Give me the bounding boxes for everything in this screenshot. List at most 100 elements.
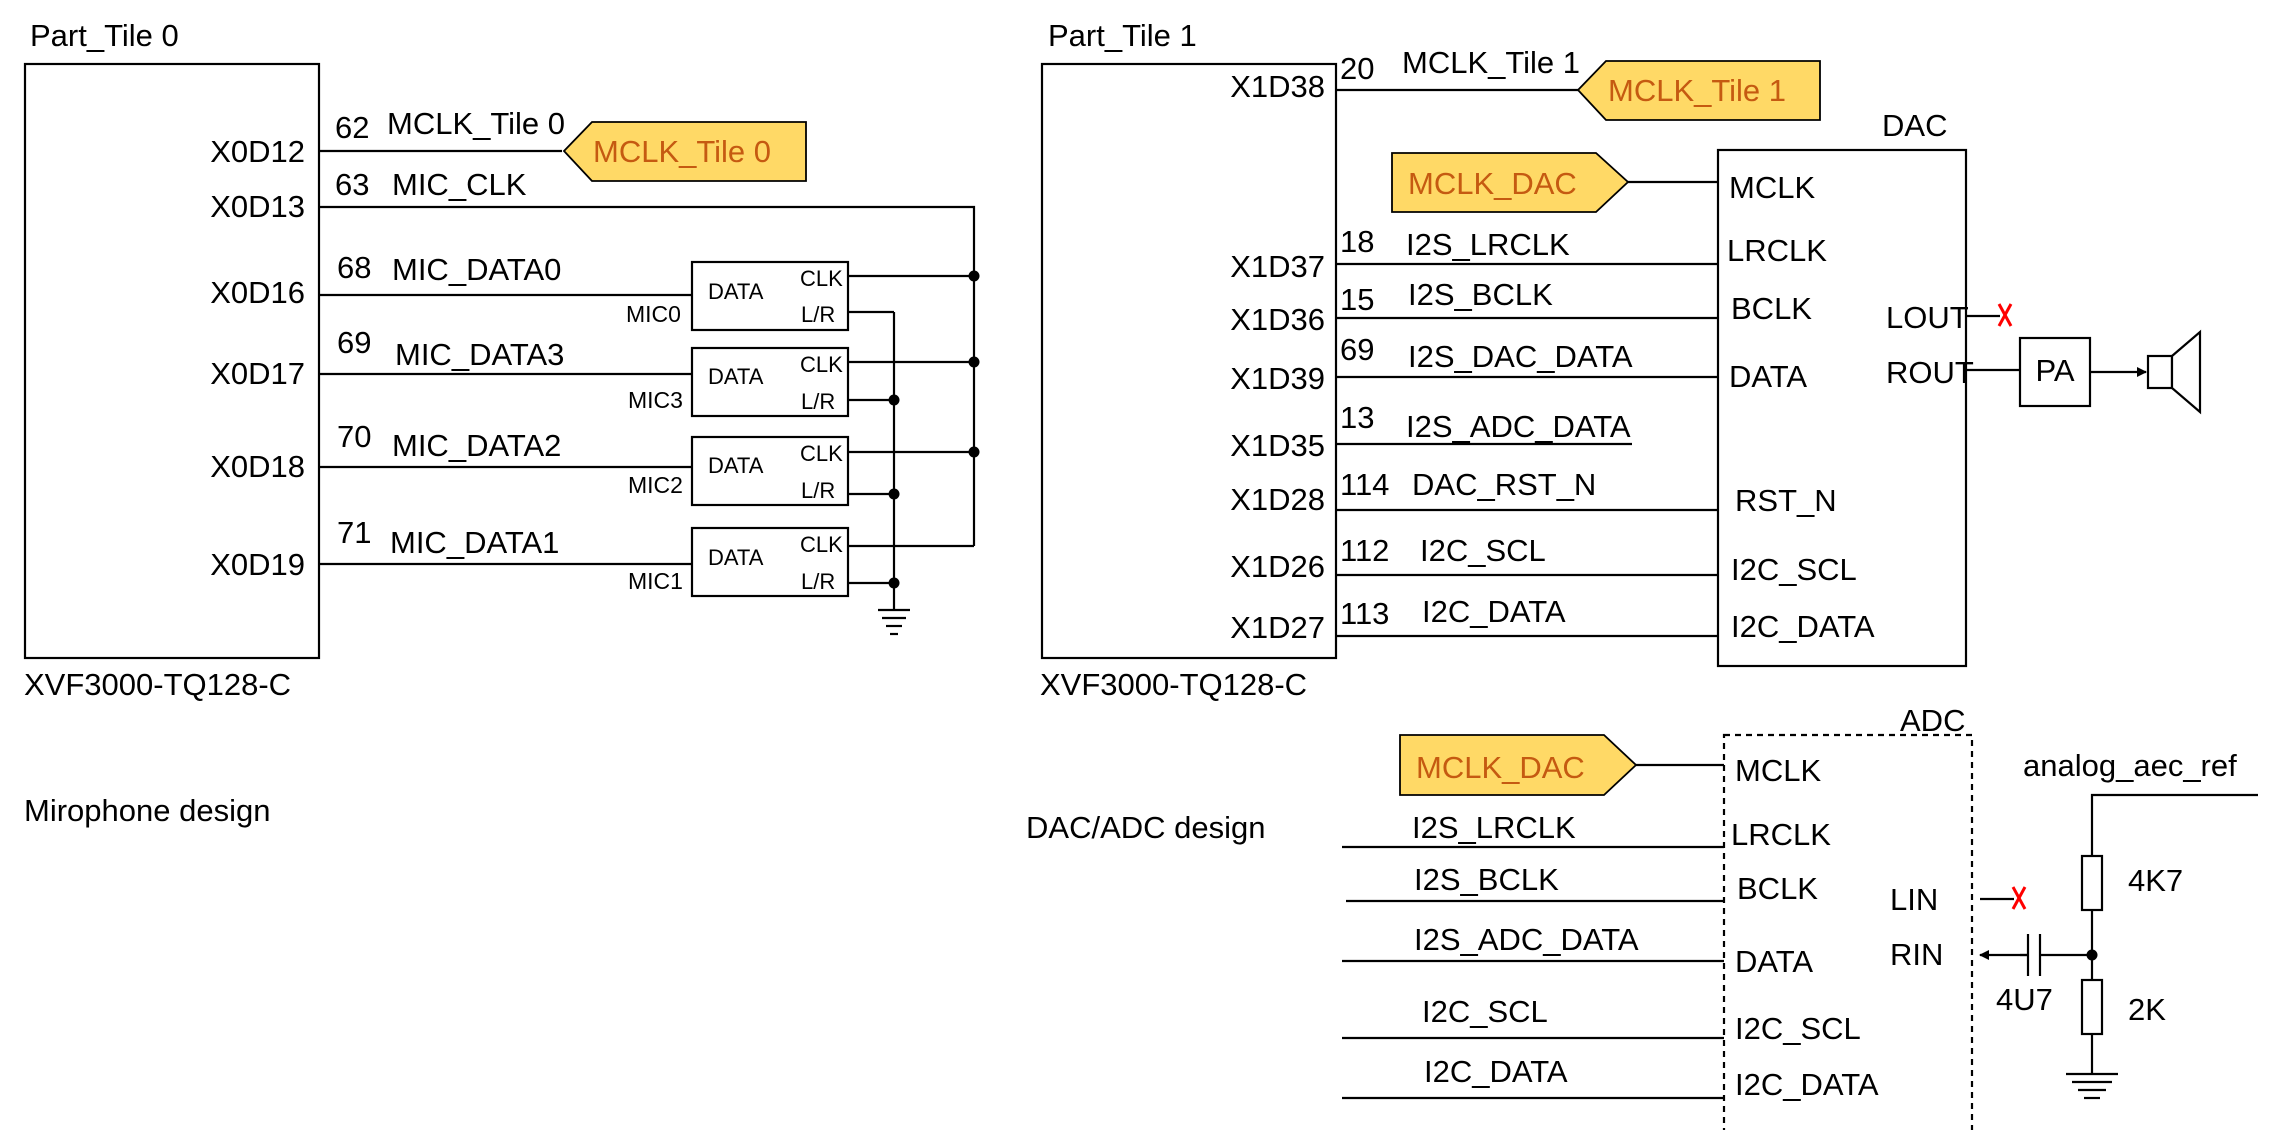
- junction-clk-mic3: [968, 356, 980, 368]
- tile1-section: Part_Tile 1 XVF3000-TQ128-C DAC/ADC desi…: [1026, 18, 2258, 1130]
- ground-icon-adc: [2066, 1072, 2118, 1100]
- dac-in-rst-n: RST_N: [1735, 483, 1837, 518]
- tile1-net-mclk: MCLK_Tile 1: [1402, 45, 1580, 80]
- mic2-name: MIC2: [628, 472, 683, 498]
- tile0-net-mic-data0: MIC_DATA0: [392, 252, 561, 287]
- tile0-pinnum-68: 68: [337, 250, 371, 285]
- tile1-net-i2s-adc-data: I2S_ADC_DATA: [1406, 409, 1631, 444]
- adc-net-i2s-adc-data: I2S_ADC_DATA: [1414, 922, 1639, 957]
- mic3-block: DATA CLK L/R MIC3: [628, 346, 850, 418]
- resistor-r1-icon: [2080, 854, 2104, 912]
- tile1-pin-x1d28: X1D28: [1230, 482, 1325, 517]
- mic0-lr-label: L/R: [801, 302, 835, 327]
- tag-mclk-adc: [1399, 734, 1638, 796]
- wire-mic-clk-bus: [319, 205, 976, 546]
- tile0-pinnum-69: 69: [337, 325, 371, 360]
- tile1-net-i2s-lrclk: I2S_LRCLK: [1406, 227, 1570, 262]
- tag-mclk-tile0: [562, 121, 807, 182]
- tile1-pinnum-13: 13: [1340, 400, 1374, 435]
- dac-out-lout: LOUT: [1886, 300, 1969, 335]
- cap-value: 4U7: [1996, 982, 2053, 1017]
- tile0-pin-x0d13: X0D13: [210, 189, 305, 224]
- tile1-pinnum-15: 15: [1340, 282, 1374, 317]
- tile0-pin-x0d16: X0D16: [210, 275, 305, 310]
- tile1-pinnum-114: 114: [1340, 467, 1389, 502]
- r1-value: 4K7: [2128, 863, 2183, 898]
- dac-in-i2c-scl: I2C_SCL: [1731, 552, 1857, 587]
- tag-mclk-dac-label: MCLK_DAC: [1408, 166, 1577, 201]
- tile0-caption: Mirophone design: [24, 793, 270, 828]
- tile0-section: Part_Tile 0 XVF3000-TQ128-C Mirophone de…: [23, 18, 980, 828]
- tile1-pin-x1d39: X1D39: [1230, 361, 1325, 396]
- r2-value: 2K: [2128, 992, 2166, 1027]
- tag-mclk-adc-label: MCLK_DAC: [1416, 750, 1585, 785]
- pa-label: PA: [2035, 353, 2074, 388]
- tile1-title: Part_Tile 1: [1048, 18, 1197, 53]
- adc-net-i2c-data: I2C_DATA: [1424, 1054, 1568, 1089]
- lin-nc-mark-icon: [2011, 886, 2027, 910]
- lout-nc-mark-icon: [1997, 303, 2013, 327]
- dac-out-rout: ROUT: [1886, 355, 1974, 390]
- tile0-chip-body: [23, 62, 321, 660]
- mic0-name: MIC0: [626, 301, 681, 327]
- tile0-net-mclk: MCLK_Tile 0: [387, 106, 565, 141]
- tile1-pin-x1d35: X1D35: [1230, 428, 1325, 463]
- tile1-pin-x1d38: X1D38: [1230, 69, 1325, 104]
- mic3-lr-label: L/R: [801, 389, 835, 414]
- tile1-chip-body: [1040, 62, 1338, 660]
- tile1-pinnum-69: 69: [1340, 332, 1374, 367]
- mic0-block: DATA CLK L/R MIC0: [626, 260, 850, 332]
- tile0-chip-label: XVF3000-TQ128-C: [24, 667, 291, 702]
- mic3-clk-label: CLK: [800, 352, 843, 377]
- pa-body: [2018, 336, 2092, 408]
- mic1-data-label: DATA: [708, 545, 764, 570]
- junction-clk-mic2: [968, 446, 980, 458]
- tile0-pinnum-63: 63: [335, 167, 369, 202]
- mic1-lr-label: L/R: [801, 569, 835, 594]
- adc-in-lin: LIN: [1890, 882, 1938, 917]
- resistor-r2-icon: [2080, 978, 2104, 1036]
- dac-in-lrclk: LRCLK: [1727, 233, 1827, 268]
- junction-lr-mic2: [888, 488, 900, 500]
- tile1-pinnum-18: 18: [1340, 224, 1374, 259]
- tile0-pinnum-70: 70: [337, 419, 371, 454]
- tile1-net-i2c-data: I2C_DATA: [1422, 594, 1566, 629]
- adc-title: ADC: [1900, 703, 1965, 738]
- tile1-caption: DAC/ADC design: [1026, 810, 1265, 845]
- mic3-name: MIC3: [628, 387, 683, 413]
- adc-in-i2c-data: I2C_DATA: [1735, 1067, 1879, 1102]
- aec-ref-label: analog_aec_ref: [2023, 748, 2237, 783]
- tile1-net-i2s-bclk: I2S_BCLK: [1408, 277, 1553, 312]
- mic3-data-label: DATA: [708, 364, 764, 389]
- tile1-net-i2c-scl: I2C_SCL: [1420, 533, 1546, 568]
- tile0-pin-x0d19: X0D19: [210, 547, 305, 582]
- tile1-chip-label: XVF3000-TQ128-C: [1040, 667, 1307, 702]
- tile1-pinnum-113: 113: [1340, 596, 1389, 631]
- adc-net-i2c-scl: I2C_SCL: [1422, 994, 1548, 1029]
- adc-body: [1722, 733, 1974, 1130]
- mic2-data-label: DATA: [708, 453, 764, 478]
- mic1-clk-label: CLK: [800, 532, 843, 557]
- adc-net-i2s-bclk: I2S_BCLK: [1414, 862, 1559, 897]
- tile1-pin-x1d26: X1D26: [1230, 549, 1325, 584]
- adc-in-bclk: BCLK: [1737, 871, 1818, 906]
- speaker-icon: [2146, 329, 2202, 415]
- dac-in-mclk: MCLK: [1729, 170, 1815, 205]
- dac-in-i2c-data: I2C_DATA: [1731, 609, 1875, 644]
- mic2-lr-label: L/R: [801, 478, 835, 503]
- mic2-block: DATA CLK L/R MIC2: [628, 435, 850, 507]
- tag-mclk-tile1: [1576, 60, 1821, 121]
- tag-mclk-tile0-label: MCLK_Tile 0: [593, 134, 771, 169]
- tile1-pin-x1d37: X1D37: [1230, 249, 1325, 284]
- tile1-pinnum-112: 112: [1340, 533, 1389, 568]
- wire-aec-ref: [2090, 793, 2258, 856]
- junction-lr-mic3: [888, 394, 900, 406]
- ground-icon: [878, 608, 910, 636]
- tile0-title: Part_Tile 0: [30, 18, 179, 53]
- capacitor-icon: [2020, 934, 2042, 976]
- tile0-pin-x0d12: X0D12: [210, 134, 305, 169]
- tile0-pin-x0d18: X0D18: [210, 449, 305, 484]
- tile0-pin-x0d17: X0D17: [210, 356, 305, 391]
